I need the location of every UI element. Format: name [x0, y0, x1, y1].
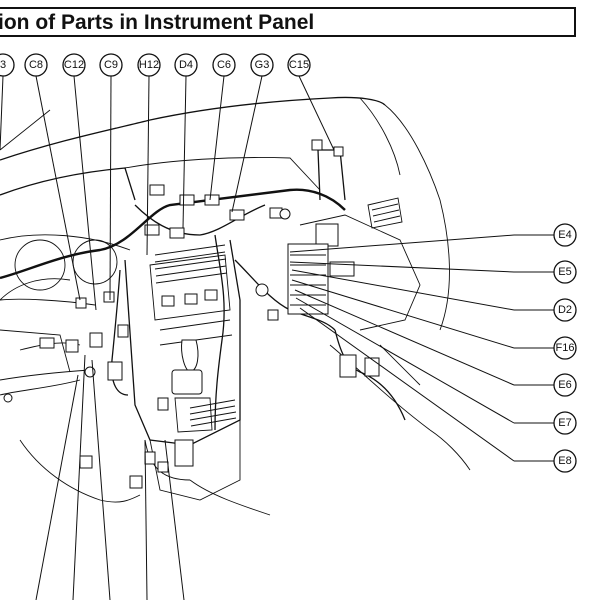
leader-e4-b — [289, 234, 515, 253]
leader-e6-b — [294, 289, 515, 386]
callout-c9: C9 — [99, 53, 123, 77]
callout-circle — [553, 449, 577, 473]
callout-label: E4 — [558, 229, 571, 241]
callout-circle — [553, 411, 577, 435]
leader-d2-b — [291, 269, 515, 311]
callout-label: C15 — [289, 59, 309, 71]
leader-c6 — [209, 75, 225, 201]
leader-bottom-3 — [91, 359, 111, 600]
callout-circle — [553, 336, 577, 360]
leader-lines — [0, 75, 554, 600]
callout-label: C12 — [64, 59, 84, 71]
callout-d2: D2 — [553, 298, 577, 322]
callout-circle — [553, 223, 577, 247]
callout-circle — [553, 298, 577, 322]
leader-c12 — [73, 75, 97, 311]
callout-label: E6 — [558, 379, 571, 391]
callout-circle — [62, 53, 86, 77]
callout-3: 3 — [0, 53, 15, 77]
leader-c15 — [298, 75, 335, 151]
callout-circle — [99, 53, 123, 77]
dashboard-outline — [0, 96, 471, 503]
callout-f16: F16 — [553, 336, 577, 360]
callout-c12: C12 — [62, 53, 86, 77]
callout-label: C9 — [104, 59, 118, 71]
callout-circle — [553, 260, 577, 284]
callout-c6: C6 — [212, 53, 236, 77]
callout-label: 3 — [0, 59, 6, 71]
leader-e7-b — [295, 297, 515, 424]
leader-bottom-5 — [164, 439, 185, 600]
callout-label: E7 — [558, 417, 571, 429]
callout-label: C8 — [29, 59, 43, 71]
leader-c8 — [35, 75, 81, 301]
leader-c9 — [109, 75, 112, 301]
callout-e5: E5 — [553, 260, 577, 284]
callout-e6: E6 — [553, 373, 577, 397]
callout-circle — [0, 53, 15, 77]
callout-label: E5 — [558, 266, 571, 278]
leader-3 — [0, 75, 4, 151]
callout-label: C6 — [217, 59, 231, 71]
leader-bottom-4 — [144, 439, 148, 600]
callout-label: G3 — [255, 59, 270, 71]
leader-bottom-2 — [72, 354, 86, 600]
page-title: ion of Parts in Instrument Panel — [0, 11, 315, 34]
callout-e4: E4 — [553, 223, 577, 247]
callout-g3: G3 — [250, 53, 274, 77]
callout-h12: H12 — [137, 53, 161, 77]
callout-circle — [137, 53, 161, 77]
callout-e7: E7 — [553, 411, 577, 435]
callout-circle — [250, 53, 274, 77]
callout-circle — [553, 373, 577, 397]
callout-label: F16 — [556, 342, 575, 354]
leader-f16-b — [291, 279, 515, 349]
callout-e8: E8 — [553, 449, 577, 473]
callout-label: D2 — [558, 304, 572, 316]
callout-c15: C15 — [287, 53, 311, 77]
leader-g3 — [231, 75, 263, 213]
callout-d4: D4 — [174, 53, 198, 77]
callout-label: E8 — [558, 455, 571, 467]
leader-bottom-1 — [35, 374, 79, 600]
leader-e8-b — [299, 307, 515, 462]
leader-d4 — [182, 75, 187, 229]
callout-circle — [174, 53, 198, 77]
callout-label: D4 — [179, 59, 193, 71]
title-bar: ion of Parts in Instrument Panel — [0, 7, 576, 37]
connectors — [3, 139, 380, 489]
leader-h12 — [146, 75, 150, 256]
callout-c8: C8 — [24, 53, 48, 77]
callout-label: H12 — [139, 59, 159, 71]
callout-circle — [212, 53, 236, 77]
leader-e5-b — [289, 261, 515, 273]
callout-circle — [24, 53, 48, 77]
callout-circle — [287, 53, 311, 77]
